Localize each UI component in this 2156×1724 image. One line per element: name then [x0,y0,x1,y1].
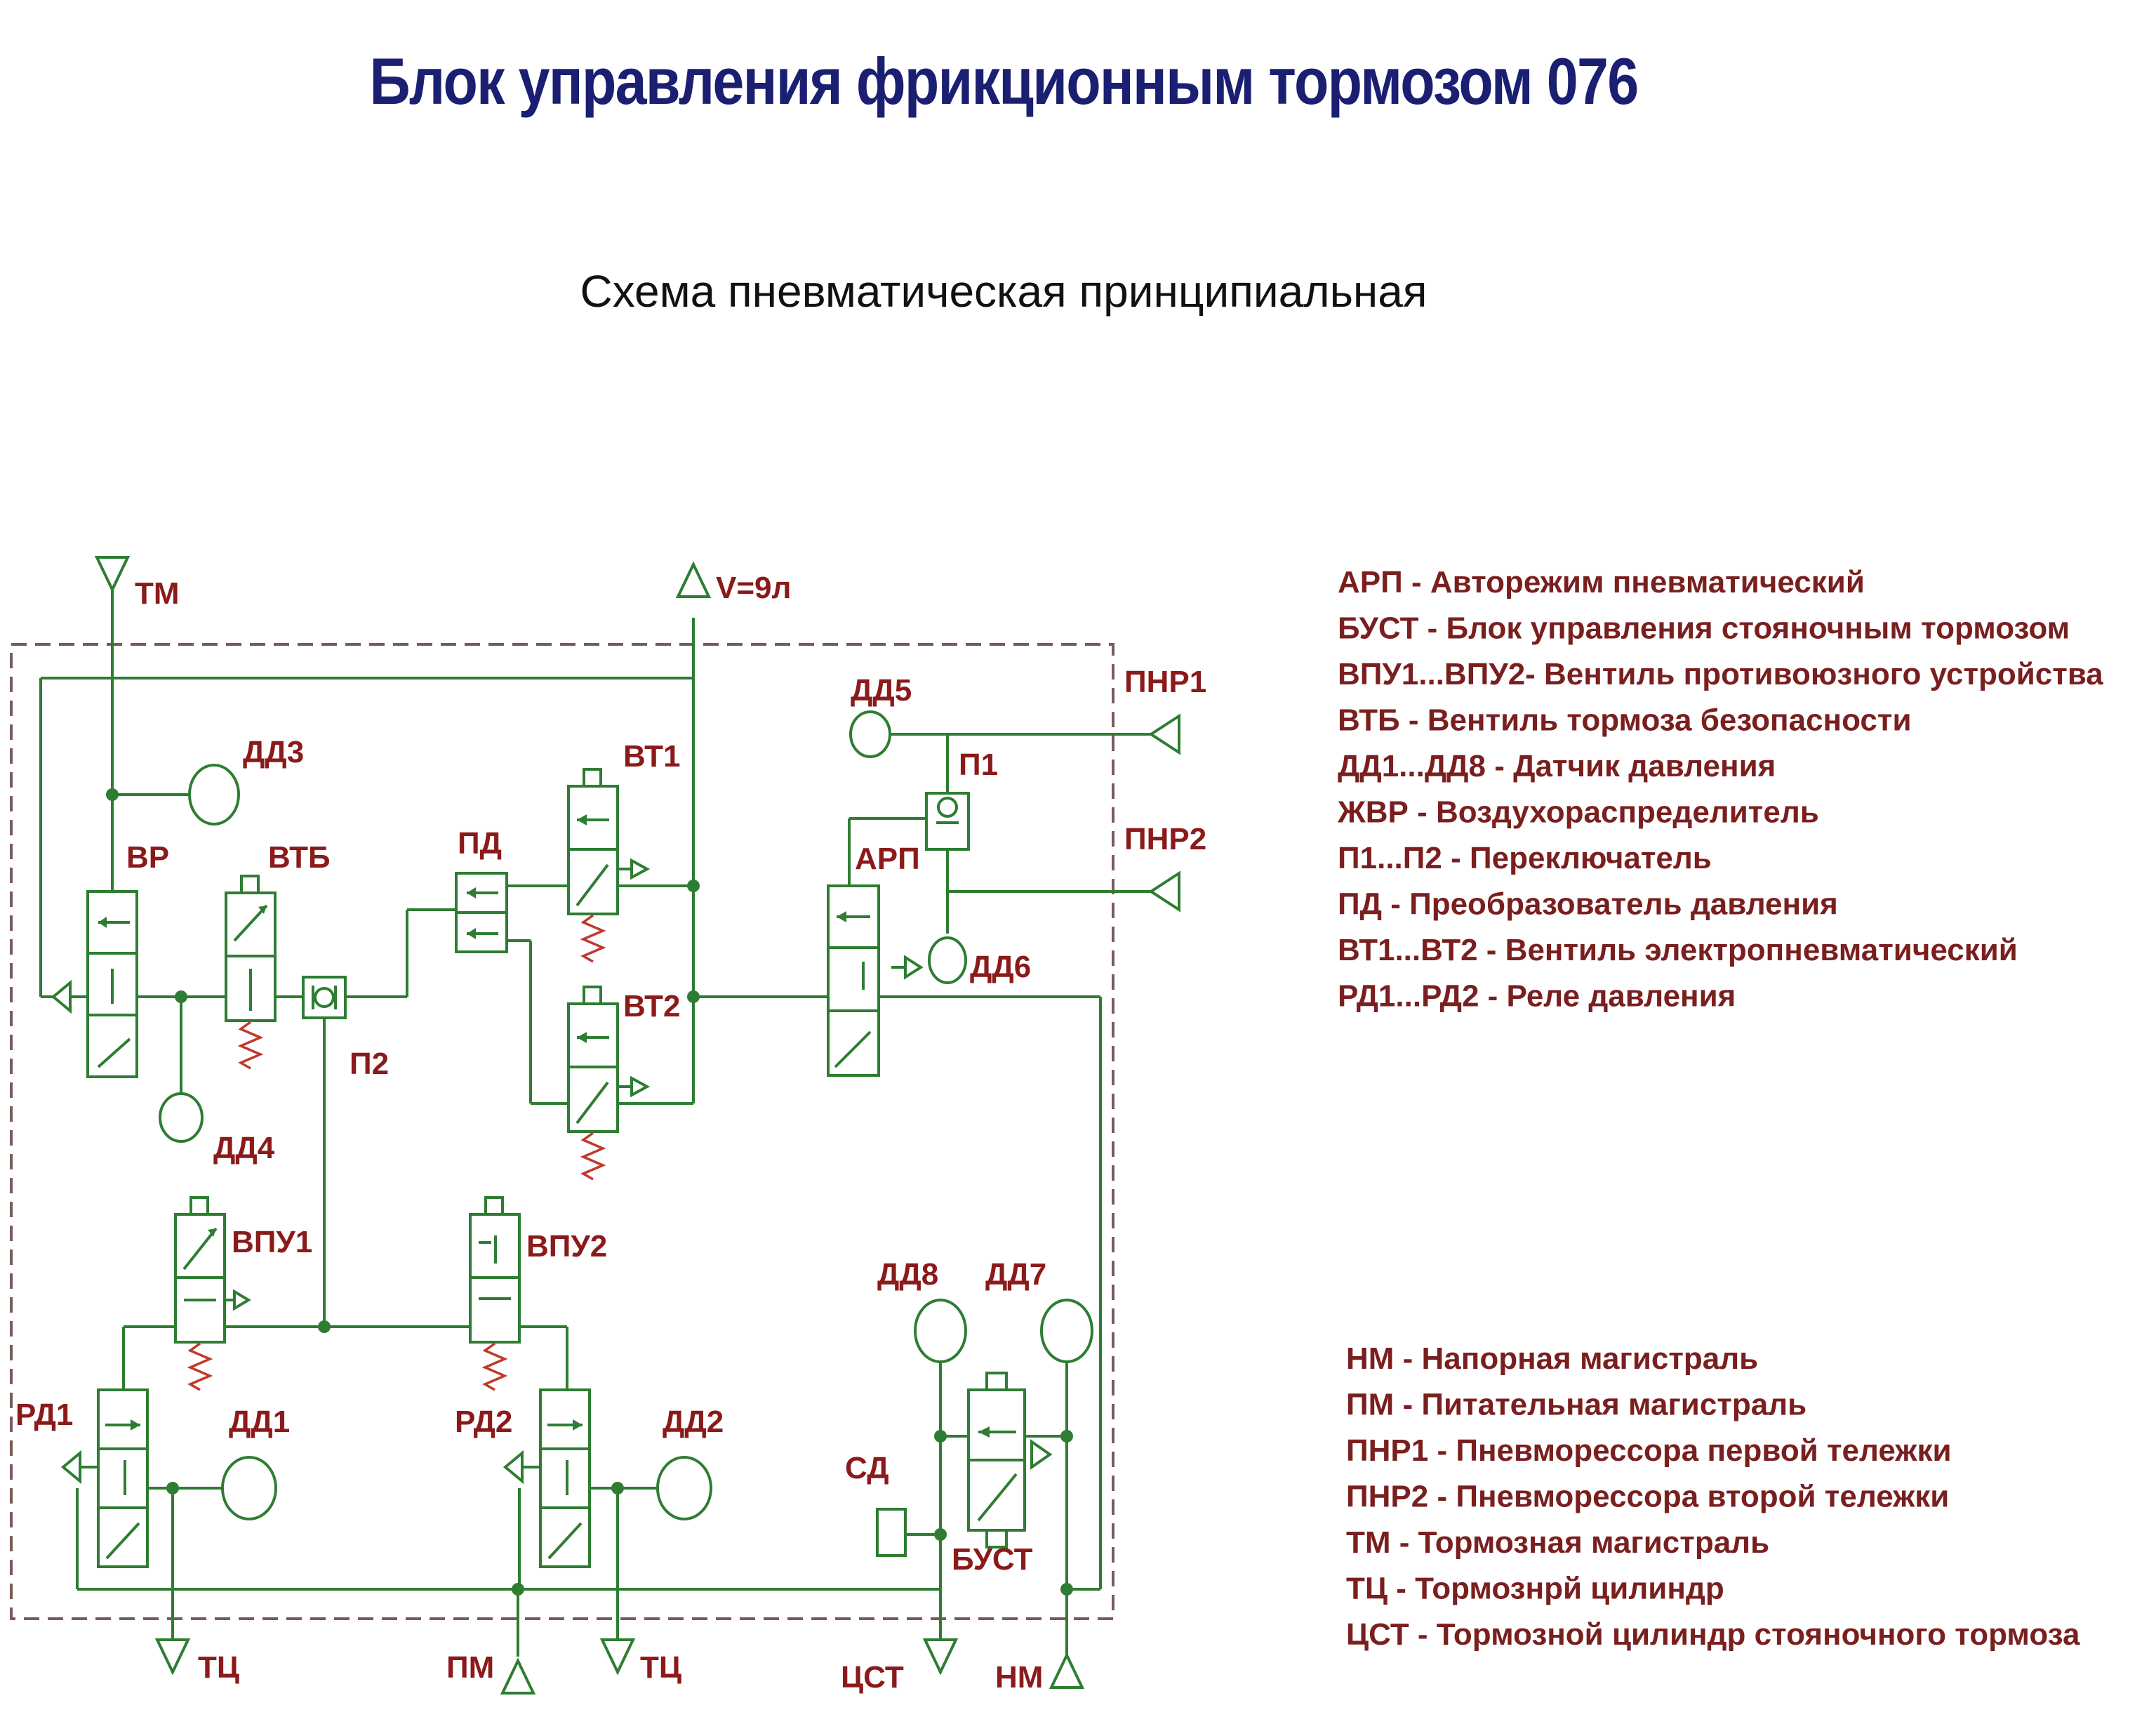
label-p2: П2 [350,1047,389,1081]
label-pnr1: ПНР1 [1124,665,1206,699]
pd-converter-icon [455,872,508,953]
legend-bottom-item: НМ - Напорная магистраль [1346,1341,1758,1376]
label-vpu2: ВПУ2 [526,1229,607,1264]
pipelines [39,583,1158,1657]
label-pm: ПМ [446,1650,494,1685]
label-dd2: ДД2 [663,1405,724,1439]
label-tm: ТМ [135,576,180,611]
label-dd3: ДД3 [243,735,304,769]
legend-top-item: ДД1...ДД8 - Датчик давления [1338,749,1776,783]
rd2-relay-icon [503,1388,591,1568]
label-p1: П1 [959,748,998,782]
legend-top-item: ВПУ1...ВПУ2- Вентиль противоюзного устро… [1338,657,2103,691]
vr-valve-icon [51,890,138,1078]
vt1-valve-icon [567,768,651,963]
legend-bottom-item: ЦСТ - Тормозной цилиндр стояночного торм… [1346,1617,2080,1652]
p1-switch-icon [925,792,970,851]
legend-top-item: РД1...РД2 - Реле давления [1338,979,1736,1014]
v9-terminal-icon [675,561,712,598]
label-dd5: ДД5 [851,673,912,708]
label-dd8: ДД8 [877,1257,938,1292]
page-subtitle: Схема пневматическая принципиальная [580,266,1428,317]
legend-bottom-item: ТЦ - Тормознрй цилиндр [1346,1572,1724,1606]
junction-dots [106,788,1073,1596]
label-sd: СД [845,1451,889,1485]
legend-top-item: П1...П2 - Переключатель [1338,841,1712,875]
legend-bottom-item: ПМ - Питательная магистраль [1346,1388,1806,1422]
dd1-sensor-icon [221,1456,277,1520]
legend-top-item: БУСТ - Блок управления стояночным тормоз… [1338,611,2070,646]
vpu2-valve-icon [469,1196,521,1391]
legend-bottom-item: ТМ - Тормозная магистраль [1346,1525,1769,1560]
label-dd6: ДД6 [970,950,1031,984]
dd7-sensor-icon [1040,1299,1093,1363]
label-v9: V=9л [716,571,791,605]
label-tc1: ТЦ [198,1650,239,1685]
pressure-sensors [159,710,1093,1557]
legend-top-item: ЖВР - Воздухораспределитель [1337,795,1819,830]
label-vt1: ВТ1 [623,739,680,774]
label-vr: ВР [126,840,169,875]
component-labels: ТМ V=9л ДД5 ПНР1 ДД3 ВТ1 П1 ВР ВТБ ПД АР… [15,571,1206,1695]
dd6-sensor-icon [928,936,967,984]
label-pd: ПД [458,826,502,861]
label-rd1: РД1 [15,1398,73,1432]
legend-bottom-item: ПНР2 - Пневморессора второй тележки [1346,1480,1949,1514]
page-title: Блок управления фрикционным тормозом 076 [369,44,1639,118]
tc2-terminal-icon [599,1638,636,1676]
label-rd2: РД2 [455,1405,512,1439]
arp-valve-icon [827,884,924,1077]
unit-enclosure [10,643,1114,1620]
p2-switch-icon [302,976,347,1019]
pnr1-terminal-icon [1148,713,1180,755]
dd2-sensor-icon [656,1456,712,1520]
pm-terminal-icon [500,1657,536,1695]
legend-top-item: ПД - Преобразователь давления [1338,887,1838,922]
legend-bottom: НМ - Напорная магистраль ПМ - Питательная… [1346,1341,2080,1652]
terminals [94,556,1180,1695]
bust-valve-icon [967,1372,1053,1549]
dd3-sensor-icon [188,764,240,825]
label-dd7: ДД7 [985,1257,1046,1292]
dd8-sensor-icon [914,1299,967,1363]
label-vtb: ВТБ [268,840,331,875]
label-dd4: ДД4 [213,1131,275,1165]
label-dd1: ДД1 [229,1405,290,1439]
tm-terminal-icon [94,556,131,593]
vt2-valve-icon [567,986,651,1181]
sd-sensor-icon [876,1508,907,1557]
dd5-sensor-icon [849,710,891,758]
legend-top-item: ВТБ - Вентиль тормоза безопасности [1338,703,1912,738]
label-cst: ЦСТ [841,1660,904,1695]
legend-bottom-item: ПНР1 - Пневморессора первой тележки [1346,1433,1952,1468]
cst-terminal-icon [922,1638,959,1676]
nm-terminal-icon [1049,1652,1085,1689]
label-vpu1: ВПУ1 [232,1225,312,1259]
label-arp: АРП [855,842,920,876]
label-vt2: ВТ2 [623,989,680,1023]
label-tc2: ТЦ [640,1650,681,1685]
rd1-relay-icon [60,1388,149,1568]
dd4-sensor-icon [159,1092,204,1143]
label-bust: БУСТ [952,1542,1033,1577]
legend-top-item: АРП - Авторежим пневматический [1338,565,1865,599]
label-pnr2: ПНР2 [1124,822,1206,856]
label-nm: НМ [995,1660,1043,1695]
legend-top-item: ВТ1...ВТ2 - Вентиль электропневматически… [1338,933,2018,967]
vpu1-valve-icon [174,1196,251,1391]
vtb-valve-icon [225,875,277,1070]
pnr2-terminal-icon [1148,870,1180,913]
tc1-terminal-icon [154,1638,191,1676]
